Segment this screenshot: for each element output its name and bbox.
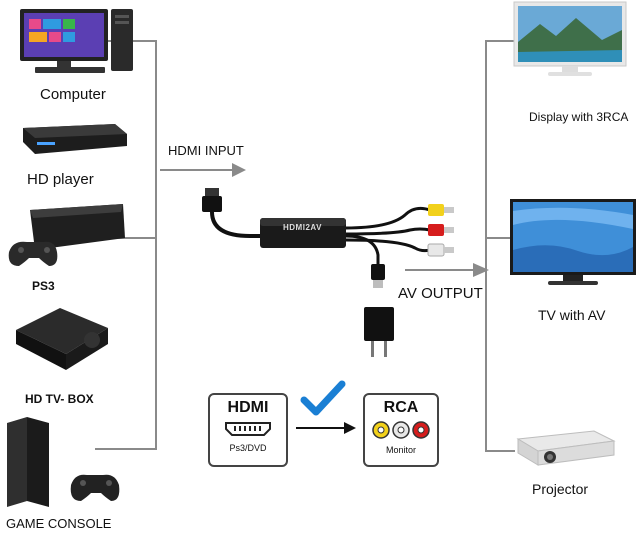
hdmi-input-arrow — [160, 163, 246, 177]
rca-box-title: RCA — [383, 399, 419, 416]
left-bracket-vertical — [155, 40, 157, 450]
rca-box: RCA Monitor — [363, 393, 439, 467]
check-icon — [300, 380, 346, 416]
conversion-arrow — [296, 422, 356, 434]
source-ps3: PS3 — [5, 200, 130, 300]
output-label: TV with AV — [538, 307, 606, 323]
left-bracket-mid — [110, 237, 157, 239]
converter-brand: HDMI2AV — [283, 223, 322, 232]
source-label: PS3 — [32, 279, 55, 293]
right-bracket-top — [485, 40, 515, 42]
monitor-icon — [513, 1, 627, 76]
ps3-console-icon — [8, 204, 125, 266]
projector-icon — [516, 430, 616, 466]
source-label: Computer — [40, 86, 106, 103]
source-hd-tv-box: HD TV- BOX — [10, 300, 135, 410]
hdmi-port-icon — [225, 422, 271, 436]
left-bracket-bottom — [95, 448, 157, 450]
power-adapter-icon — [364, 307, 394, 357]
hdmi-box-subtitle: Ps3/DVD — [229, 443, 267, 453]
source-label: HD TV- BOX — [25, 392, 94, 406]
av-output-label: AV OUTPUT — [398, 285, 483, 302]
right-bracket-bottom — [485, 450, 515, 452]
source-hd-player: HD player — [15, 120, 140, 195]
right-bracket-vertical — [485, 40, 487, 452]
game-console-icon — [7, 417, 120, 507]
tv-box-icon — [16, 308, 108, 370]
hdmi-box-title: HDMI — [227, 399, 269, 416]
right-bracket-mid — [485, 237, 515, 239]
converter-diagram — [202, 188, 454, 288]
tv-icon — [510, 199, 636, 285]
output-projector: Projector — [510, 425, 640, 535]
source-computer: Computer — [15, 5, 140, 110]
hdmi-input-label: HDMI INPUT — [168, 143, 244, 158]
rca-ports-icon — [372, 421, 430, 439]
source-label: GAME CONSOLE — [6, 516, 112, 531]
output-tv: TV with AV — [508, 195, 640, 330]
rca-box-subtitle: Monitor — [385, 445, 416, 455]
source-game-console: GAME CONSOLE — [5, 415, 155, 535]
computer-icon — [20, 9, 133, 73]
av-output-arrow — [405, 263, 489, 277]
output-label: Projector — [532, 481, 589, 497]
bluray-player-icon — [23, 124, 127, 154]
output-display: Display with 3RCA — [510, 0, 640, 130]
hdmi-box: HDMI Ps3/DVD — [208, 393, 288, 467]
source-label: HD player — [27, 171, 94, 188]
output-label: Display with 3RCA — [529, 110, 629, 124]
